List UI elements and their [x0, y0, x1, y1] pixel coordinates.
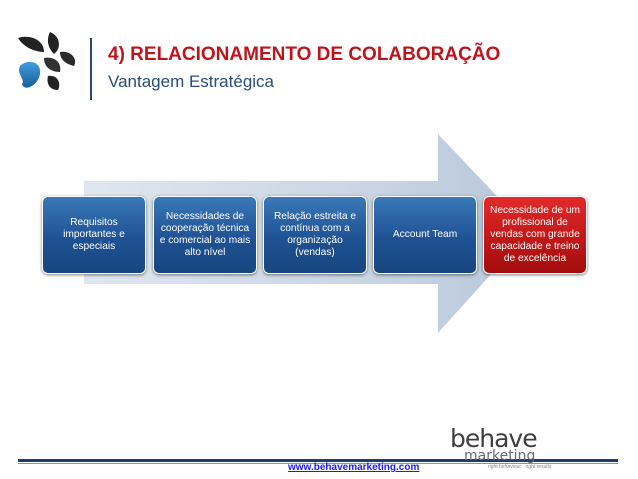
- footer-divider-thin: [18, 463, 618, 464]
- step-label: Relação estreita e contínua com a organi…: [273, 211, 357, 258]
- step-label: Requisitos importantes e especiais: [63, 217, 125, 252]
- page-title: 4) RELACIONAMENTO DE COLABORAÇÃO: [108, 44, 501, 65]
- header-divider: [90, 38, 92, 100]
- step-label: Necessidades de cooperação técnica e com…: [159, 211, 251, 258]
- website-link[interactable]: www.behavemarketing.com: [288, 462, 420, 473]
- step-relacao-estreita: Relação estreita e contínua com a organi…: [263, 196, 367, 274]
- step-necessidade-profissional: Necessidade de um profissional de vendas…: [483, 196, 587, 274]
- step-label: Account Team: [392, 229, 458, 240]
- brand-logo-top: behave: [450, 424, 538, 453]
- footer-divider: [18, 459, 618, 462]
- step-label: Necessidade de um profissional de vendas…: [489, 205, 581, 264]
- page-subtitle: Vantagem Estratégica: [108, 72, 274, 91]
- company-logo-icon: [18, 32, 76, 90]
- step-requisitos: Requisitos importantes e especiais: [42, 196, 146, 274]
- brand-logo-tagline: right behaviour · right results: [488, 464, 552, 470]
- step-account-team: Account Team: [373, 196, 477, 274]
- brand-logo: behave marketing right behaviour · right…: [450, 424, 570, 472]
- brand-logo-bottom: marketing: [464, 448, 536, 464]
- step-necessidades-cooperacao: Necessidades de cooperação técnica e com…: [153, 196, 257, 274]
